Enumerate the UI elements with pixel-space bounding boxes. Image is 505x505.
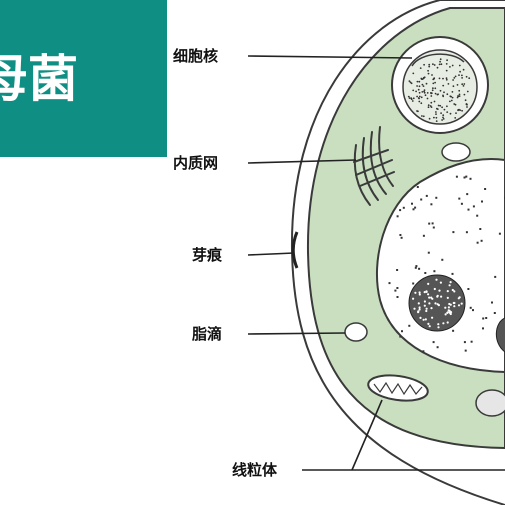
label-lipid-droplet: 脂滴 [192,325,223,343]
vacuole [376,158,505,374]
vacuole-granules [388,175,505,353]
mitochondrion [367,374,429,402]
label-mitochondrion: 线粒体 [232,461,278,479]
title-banner: 母菌 [0,0,167,157]
nucleus-chromatin [407,58,471,122]
vesicle [441,142,471,162]
granule-texture [412,278,463,329]
granule-edge [495,317,505,353]
nucleus [391,36,489,134]
banner-title: 母菌 [0,50,78,108]
small-body [475,389,505,417]
label-nucleus: 细胞核 [173,47,219,65]
label-bud-scar: 芽痕 [192,246,223,264]
granule [408,274,466,332]
lipid-droplet [344,322,368,342]
bud-scar [291,231,299,269]
leader-lines [247,55,505,471]
label-endoplasmic-reticulum: 内质网 [173,154,219,172]
endoplasmic-reticulum [353,126,395,206]
